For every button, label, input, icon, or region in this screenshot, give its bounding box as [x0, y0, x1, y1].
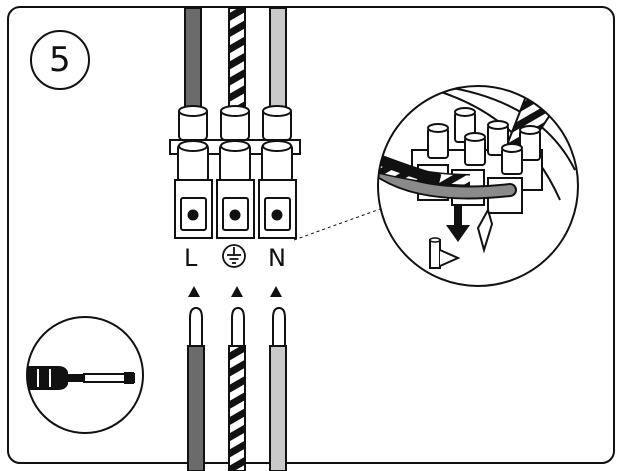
bottom-wires — [187, 306, 287, 471]
top-wires — [184, 7, 287, 113]
screw-neutral — [271, 209, 283, 221]
zoom-leader-line — [293, 207, 384, 241]
neutral-stripped-end — [272, 306, 286, 347]
insert-up-arrow-icon — [188, 286, 282, 297]
terminal-block — [169, 105, 301, 239]
neutral-insulation — [269, 345, 287, 471]
step-badge — [30, 30, 90, 90]
screwdriver-icon — [26, 316, 144, 434]
screw-earth — [229, 209, 241, 221]
earth-insulation — [228, 345, 246, 471]
panel-frame — [7, 6, 615, 464]
live-stripped-end — [189, 306, 203, 347]
live-insulation — [187, 345, 205, 471]
step-number: 5 — [49, 40, 71, 80]
zoom-detail — [377, 85, 579, 287]
earth-stripped-end — [231, 306, 245, 347]
top-earth-wire — [228, 7, 246, 113]
push-down-arrow-icon — [446, 205, 470, 242]
earth-ground-icon — [222, 244, 246, 268]
label-live: L — [184, 244, 198, 272]
top-neutral-wire — [269, 7, 287, 113]
top-live-wire — [184, 7, 202, 113]
label-neutral: N — [268, 244, 286, 272]
screw-live — [187, 209, 199, 221]
